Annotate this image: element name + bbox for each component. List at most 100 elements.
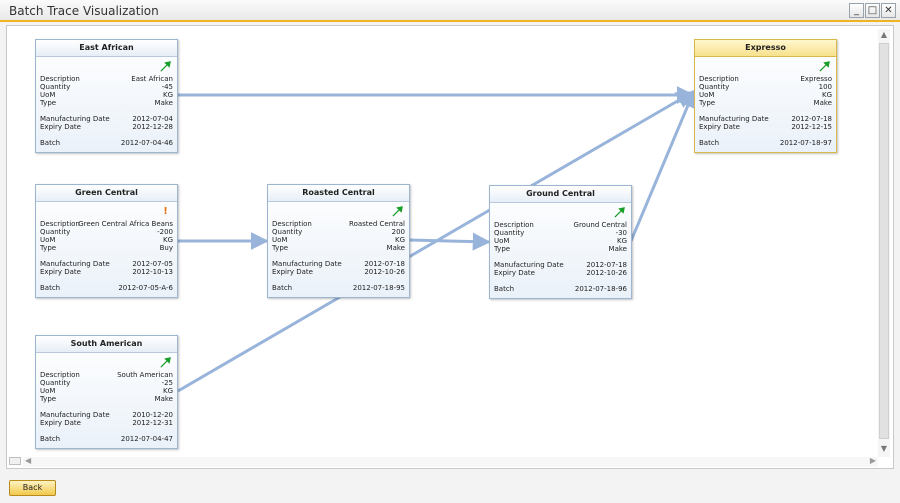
description-label: Description — [40, 75, 80, 83]
scroll-up-icon[interactable]: ▲ — [880, 30, 888, 39]
warning-icon: ! — [163, 206, 168, 217]
vertical-scrollbar[interactable]: ▲ ▼ — [878, 29, 890, 457]
quantity-value: -30 — [615, 229, 627, 237]
description-label: Description — [40, 371, 80, 379]
quantity-value: 200 — [391, 228, 405, 236]
expiry-date-label: Expiry Date — [40, 268, 81, 276]
quantity-label: Quantity — [40, 379, 71, 387]
uom-value: KG — [821, 91, 832, 99]
node-title: South American — [36, 336, 177, 353]
mfg-date-label: Manufacturing Date — [40, 411, 110, 419]
node-title: East African — [36, 40, 177, 57]
description-value: South American — [117, 371, 173, 379]
batch-value: 2012-07-18-96 — [574, 285, 627, 293]
type-value: Make — [386, 244, 405, 252]
vertical-scroll-thumb[interactable] — [879, 43, 889, 439]
batch-label: Batch — [40, 284, 61, 292]
description-label: Description — [272, 220, 312, 228]
quantity-label: Quantity — [40, 228, 71, 236]
expiry-date-label: Expiry Date — [272, 268, 313, 276]
uom-label: UoM — [40, 91, 56, 99]
type-value: Make — [608, 245, 627, 253]
uom-label: UoM — [40, 236, 56, 244]
scroll-right-icon[interactable]: ▶ — [869, 456, 876, 465]
description-label: Description — [699, 75, 739, 83]
type-value: Make — [154, 395, 173, 403]
uom-value: KG — [162, 91, 173, 99]
scroll-left-icon[interactable]: ◀ — [25, 456, 32, 465]
description-value: Green Central Africa Beans — [78, 220, 173, 228]
mfg-date-label: Manufacturing Date — [40, 260, 110, 268]
batch-label: Batch — [494, 285, 515, 293]
expiry-date-label: Expiry Date — [40, 123, 81, 131]
horizontal-scrollbar[interactable]: ◀ ▶ — [23, 456, 878, 467]
connector-layer — [177, 86, 697, 393]
quantity-value: -25 — [161, 379, 173, 387]
batch-node-south-american[interactable]: South American Description South American… — [35, 335, 178, 449]
green-arrow-icon — [392, 206, 403, 217]
back-button[interactable]: Back — [9, 480, 56, 496]
connector-ground-central-expresso — [629, 89, 697, 242]
batch-label: Batch — [699, 139, 720, 147]
quantity-label: Quantity — [494, 229, 525, 237]
mfg-date-value: 2012-07-04 — [132, 115, 173, 123]
type-label: Type — [494, 245, 511, 253]
uom-label: UoM — [40, 387, 56, 395]
connector-roasted-central-ground-central — [408, 232, 491, 251]
minimize-button[interactable]: _ — [849, 3, 864, 18]
green-arrow-icon — [819, 61, 830, 72]
node-title: Ground Central — [490, 186, 631, 203]
expiry-date-value: 2012-12-15 — [791, 123, 832, 131]
close-button[interactable]: ✕ — [881, 3, 896, 18]
connector-south-american-expresso — [177, 90, 695, 393]
expiry-date-value: 2012-10-26 — [586, 269, 627, 277]
type-label: Type — [40, 99, 57, 107]
uom-value: KG — [616, 237, 627, 245]
maximize-button[interactable]: □ — [865, 3, 880, 18]
uom-label: UoM — [494, 237, 510, 245]
node-title: Green Central — [36, 185, 177, 202]
mfg-date-label: Manufacturing Date — [40, 115, 110, 123]
quantity-label: Quantity — [272, 228, 303, 236]
batch-value: 2012-07-04-46 — [120, 139, 173, 147]
type-label: Type — [40, 244, 57, 252]
batch-value: 2012-07-18-97 — [779, 139, 832, 147]
mfg-date-value: 2012-07-05 — [132, 260, 173, 268]
expiry-date-label: Expiry Date — [494, 269, 535, 277]
batch-label: Batch — [272, 284, 293, 292]
mfg-date-value: 2012-07-18 — [586, 261, 627, 269]
description-label: Description — [494, 221, 534, 229]
horizontal-scroll-box[interactable] — [9, 457, 21, 465]
uom-value: KG — [394, 236, 405, 244]
type-value: Buy — [159, 244, 173, 252]
window-title: Batch Trace Visualization — [9, 4, 159, 18]
batch-value: 2012-07-18-95 — [352, 284, 405, 292]
type-label: Type — [699, 99, 716, 107]
mfg-date-label: Manufacturing Date — [272, 260, 342, 268]
green-arrow-icon — [160, 61, 171, 72]
description-value: Expresso — [800, 75, 832, 83]
green-arrow-icon — [160, 357, 171, 368]
type-label: Type — [40, 395, 57, 403]
expiry-date-value: 2012-12-31 — [132, 419, 173, 427]
quantity-value: 100 — [818, 83, 832, 91]
expiry-date-value: 2012-10-13 — [132, 268, 173, 276]
expiry-date-label: Expiry Date — [40, 419, 81, 427]
quantity-value: -45 — [161, 83, 173, 91]
footer-bar — [0, 472, 900, 503]
quantity-value: -200 — [157, 228, 173, 236]
uom-value: KG — [162, 236, 173, 244]
mfg-date-label: Manufacturing Date — [494, 261, 564, 269]
expiry-date-label: Expiry Date — [699, 123, 740, 131]
expiry-date-value: 2012-12-28 — [132, 123, 173, 131]
uom-label: UoM — [699, 91, 715, 99]
scroll-down-icon[interactable]: ▼ — [880, 444, 888, 453]
description-label: Description — [40, 220, 80, 228]
node-title: Roasted Central — [268, 185, 409, 202]
